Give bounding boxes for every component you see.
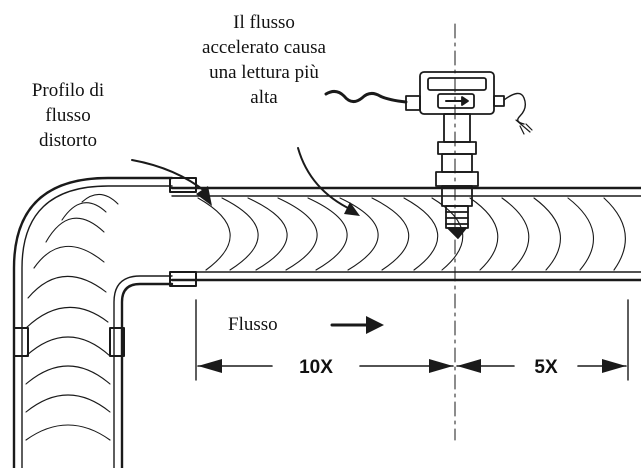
accelerated-flow-pointer [297, 147, 353, 211]
distorted-profile-label: Profilo di flusso distorto [31, 80, 105, 151]
accelerated-flow-label: Il flusso accelerato causa una lettura p… [202, 12, 326, 108]
pipe-flange-top [169, 177, 197, 193]
elbow-flow-profiles [25, 193, 119, 441]
dimension-5x [456, 359, 627, 373]
pipe-flow-profiles [197, 197, 626, 271]
elbow-inner-wall [120, 282, 174, 468]
flow-label: Flusso [228, 314, 278, 335]
flow-arrow-head [366, 316, 384, 334]
sensor-cable-left [324, 89, 408, 104]
dimension-5x-label: 5X [534, 357, 558, 378]
elbow-flange-left [13, 327, 29, 357]
elbow-flange-right [109, 327, 125, 357]
sensor-cable-right [503, 92, 527, 125]
distorted-profile-pointer [131, 159, 207, 193]
dimension-10x [197, 359, 454, 373]
dimension-10x-label: 10X [299, 357, 333, 378]
elbow-outer-wall [12, 176, 174, 468]
